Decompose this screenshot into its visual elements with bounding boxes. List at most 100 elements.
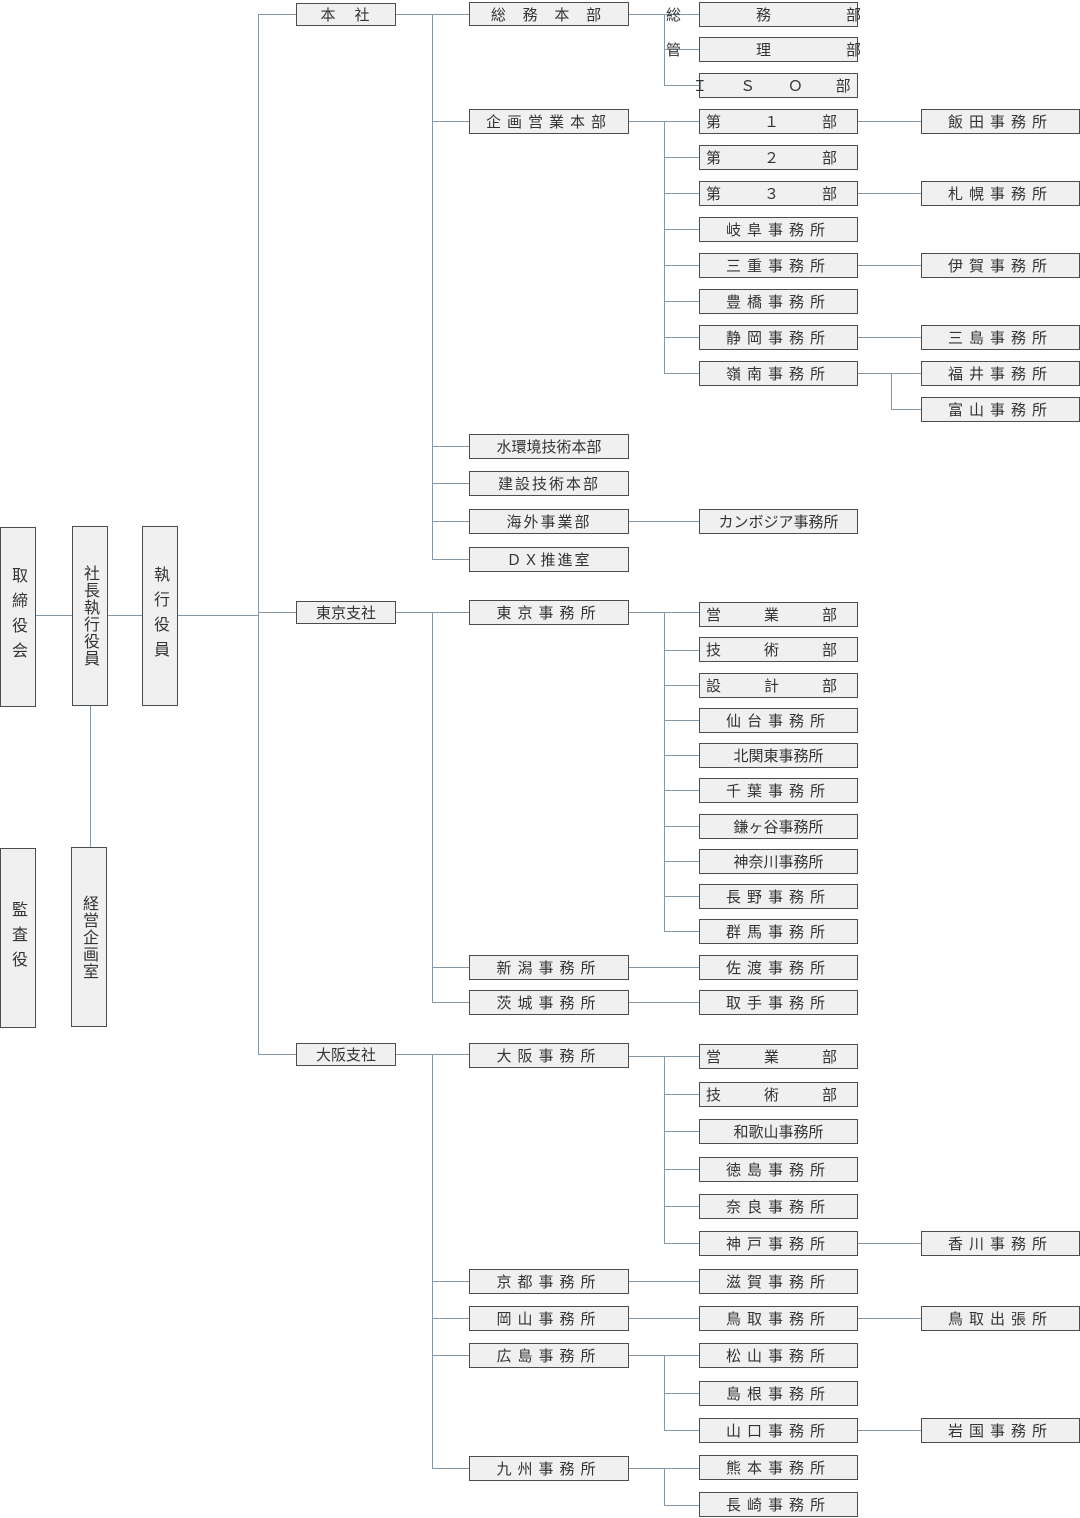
connector: [857, 193, 921, 194]
office-box: 九州事務所: [469, 1456, 629, 1481]
connector: [664, 1505, 700, 1506]
office-box: 長崎事務所: [699, 1492, 858, 1517]
connector: [664, 755, 700, 756]
office-box: 鎌ヶ谷事務所: [699, 814, 858, 839]
office-box: 三重事務所: [699, 253, 858, 278]
office-box: 鳥取出張所: [921, 1306, 1080, 1331]
connector: [664, 1355, 665, 1430]
planning-office-box: 経営企画室: [71, 847, 107, 1027]
connector: [664, 826, 700, 827]
connector: [664, 790, 700, 791]
connector: [664, 265, 700, 266]
office-box: 広島事務所: [469, 1343, 629, 1368]
connector: [432, 521, 470, 522]
office-box: 東京事務所: [469, 600, 629, 625]
connector: [432, 967, 470, 968]
office-box: 新潟事務所: [469, 955, 629, 980]
dept-box: 技 術 部: [699, 1082, 858, 1107]
office-box: 茨城事務所: [469, 990, 629, 1015]
dept-box: 設 計 部: [699, 673, 858, 698]
overseas-division-box: 海外事業部: [469, 509, 629, 534]
office-box: 岡山事務所: [469, 1306, 629, 1331]
connector: [664, 229, 700, 230]
connector: [664, 85, 700, 86]
connector: [432, 612, 433, 1002]
connector: [664, 720, 700, 721]
office-box: 群馬事務所: [699, 919, 858, 944]
office-box: 取手事務所: [699, 990, 858, 1015]
office-box: 北関東事務所: [699, 743, 858, 768]
connector: [664, 121, 665, 373]
office-box: カンボジア事務所: [699, 509, 858, 534]
office-box: 札幌事務所: [921, 181, 1080, 206]
planning-sales-hq-box: 企画営業本部: [469, 109, 629, 134]
connector: [628, 1002, 700, 1003]
office-box: 飯田事務所: [921, 109, 1080, 134]
office-box: 伊賀事務所: [921, 253, 1080, 278]
connector: [432, 121, 470, 122]
connector: [857, 1243, 921, 1244]
office-box: 三島事務所: [921, 325, 1080, 350]
connector: [664, 896, 700, 897]
dept-box: Ｉ Ｓ Ｏ 部: [692, 73, 858, 98]
office-box: 滋賀事務所: [699, 1269, 858, 1294]
office-box: 奈良事務所: [699, 1194, 858, 1219]
connector: [432, 1318, 470, 1319]
connector: [664, 685, 700, 686]
connector: [664, 612, 665, 931]
office-box: 神奈川事務所: [699, 849, 858, 874]
office-box: 鳥取事務所: [699, 1306, 858, 1331]
connector: [891, 409, 921, 410]
connector: [432, 1002, 470, 1003]
connector: [664, 1056, 665, 1243]
connector: [258, 612, 297, 613]
connector: [664, 373, 700, 374]
connector: [628, 967, 700, 968]
dept-box: 管 理 部: [666, 37, 861, 62]
connector: [664, 1169, 700, 1170]
connector: [664, 1094, 700, 1095]
connector: [857, 121, 921, 122]
office-box: 熊本事務所: [699, 1455, 858, 1480]
office-box: 長野事務所: [699, 884, 858, 909]
dept-box: 第 ３ 部: [699, 181, 858, 206]
office-box: 千葉事務所: [699, 778, 858, 803]
office-box: 和歌山事務所: [699, 1119, 858, 1144]
connector: [628, 521, 700, 522]
connector: [258, 1054, 297, 1055]
connector: [857, 337, 921, 338]
connector: [857, 1430, 921, 1431]
connector: [432, 1281, 470, 1282]
connector: [432, 1468, 470, 1469]
office-box: 神戸事務所: [699, 1231, 858, 1256]
connector: [664, 1131, 700, 1132]
connector: [35, 615, 73, 616]
office-box: 京都事務所: [469, 1269, 629, 1294]
connector: [664, 337, 700, 338]
connector: [432, 1355, 470, 1356]
dept-box: 第 １ 部: [699, 109, 858, 134]
president-box: 社長執行役員: [72, 526, 108, 706]
connector: [664, 49, 700, 50]
dept-box: 総 務 部: [666, 2, 861, 27]
connector: [857, 373, 921, 374]
office-box: 山口事務所: [699, 1418, 858, 1443]
dept-box: 技 術 部: [699, 637, 858, 662]
connector: [664, 1393, 700, 1394]
connector: [432, 483, 470, 484]
connector: [432, 559, 470, 560]
office-box: 松山事務所: [699, 1343, 858, 1368]
connector: [664, 650, 700, 651]
office-box: 福井事務所: [921, 361, 1080, 386]
office-box: 徳島事務所: [699, 1157, 858, 1182]
connector: [664, 1206, 700, 1207]
connector: [857, 265, 921, 266]
construction-tech-hq-box: 建設技術本部: [469, 471, 629, 496]
connector: [432, 14, 433, 559]
connector: [664, 1468, 665, 1505]
tokyo-branch-box: 東京支社: [296, 601, 396, 624]
connector: [628, 1318, 700, 1319]
connector: [664, 193, 700, 194]
connector: [258, 14, 297, 15]
